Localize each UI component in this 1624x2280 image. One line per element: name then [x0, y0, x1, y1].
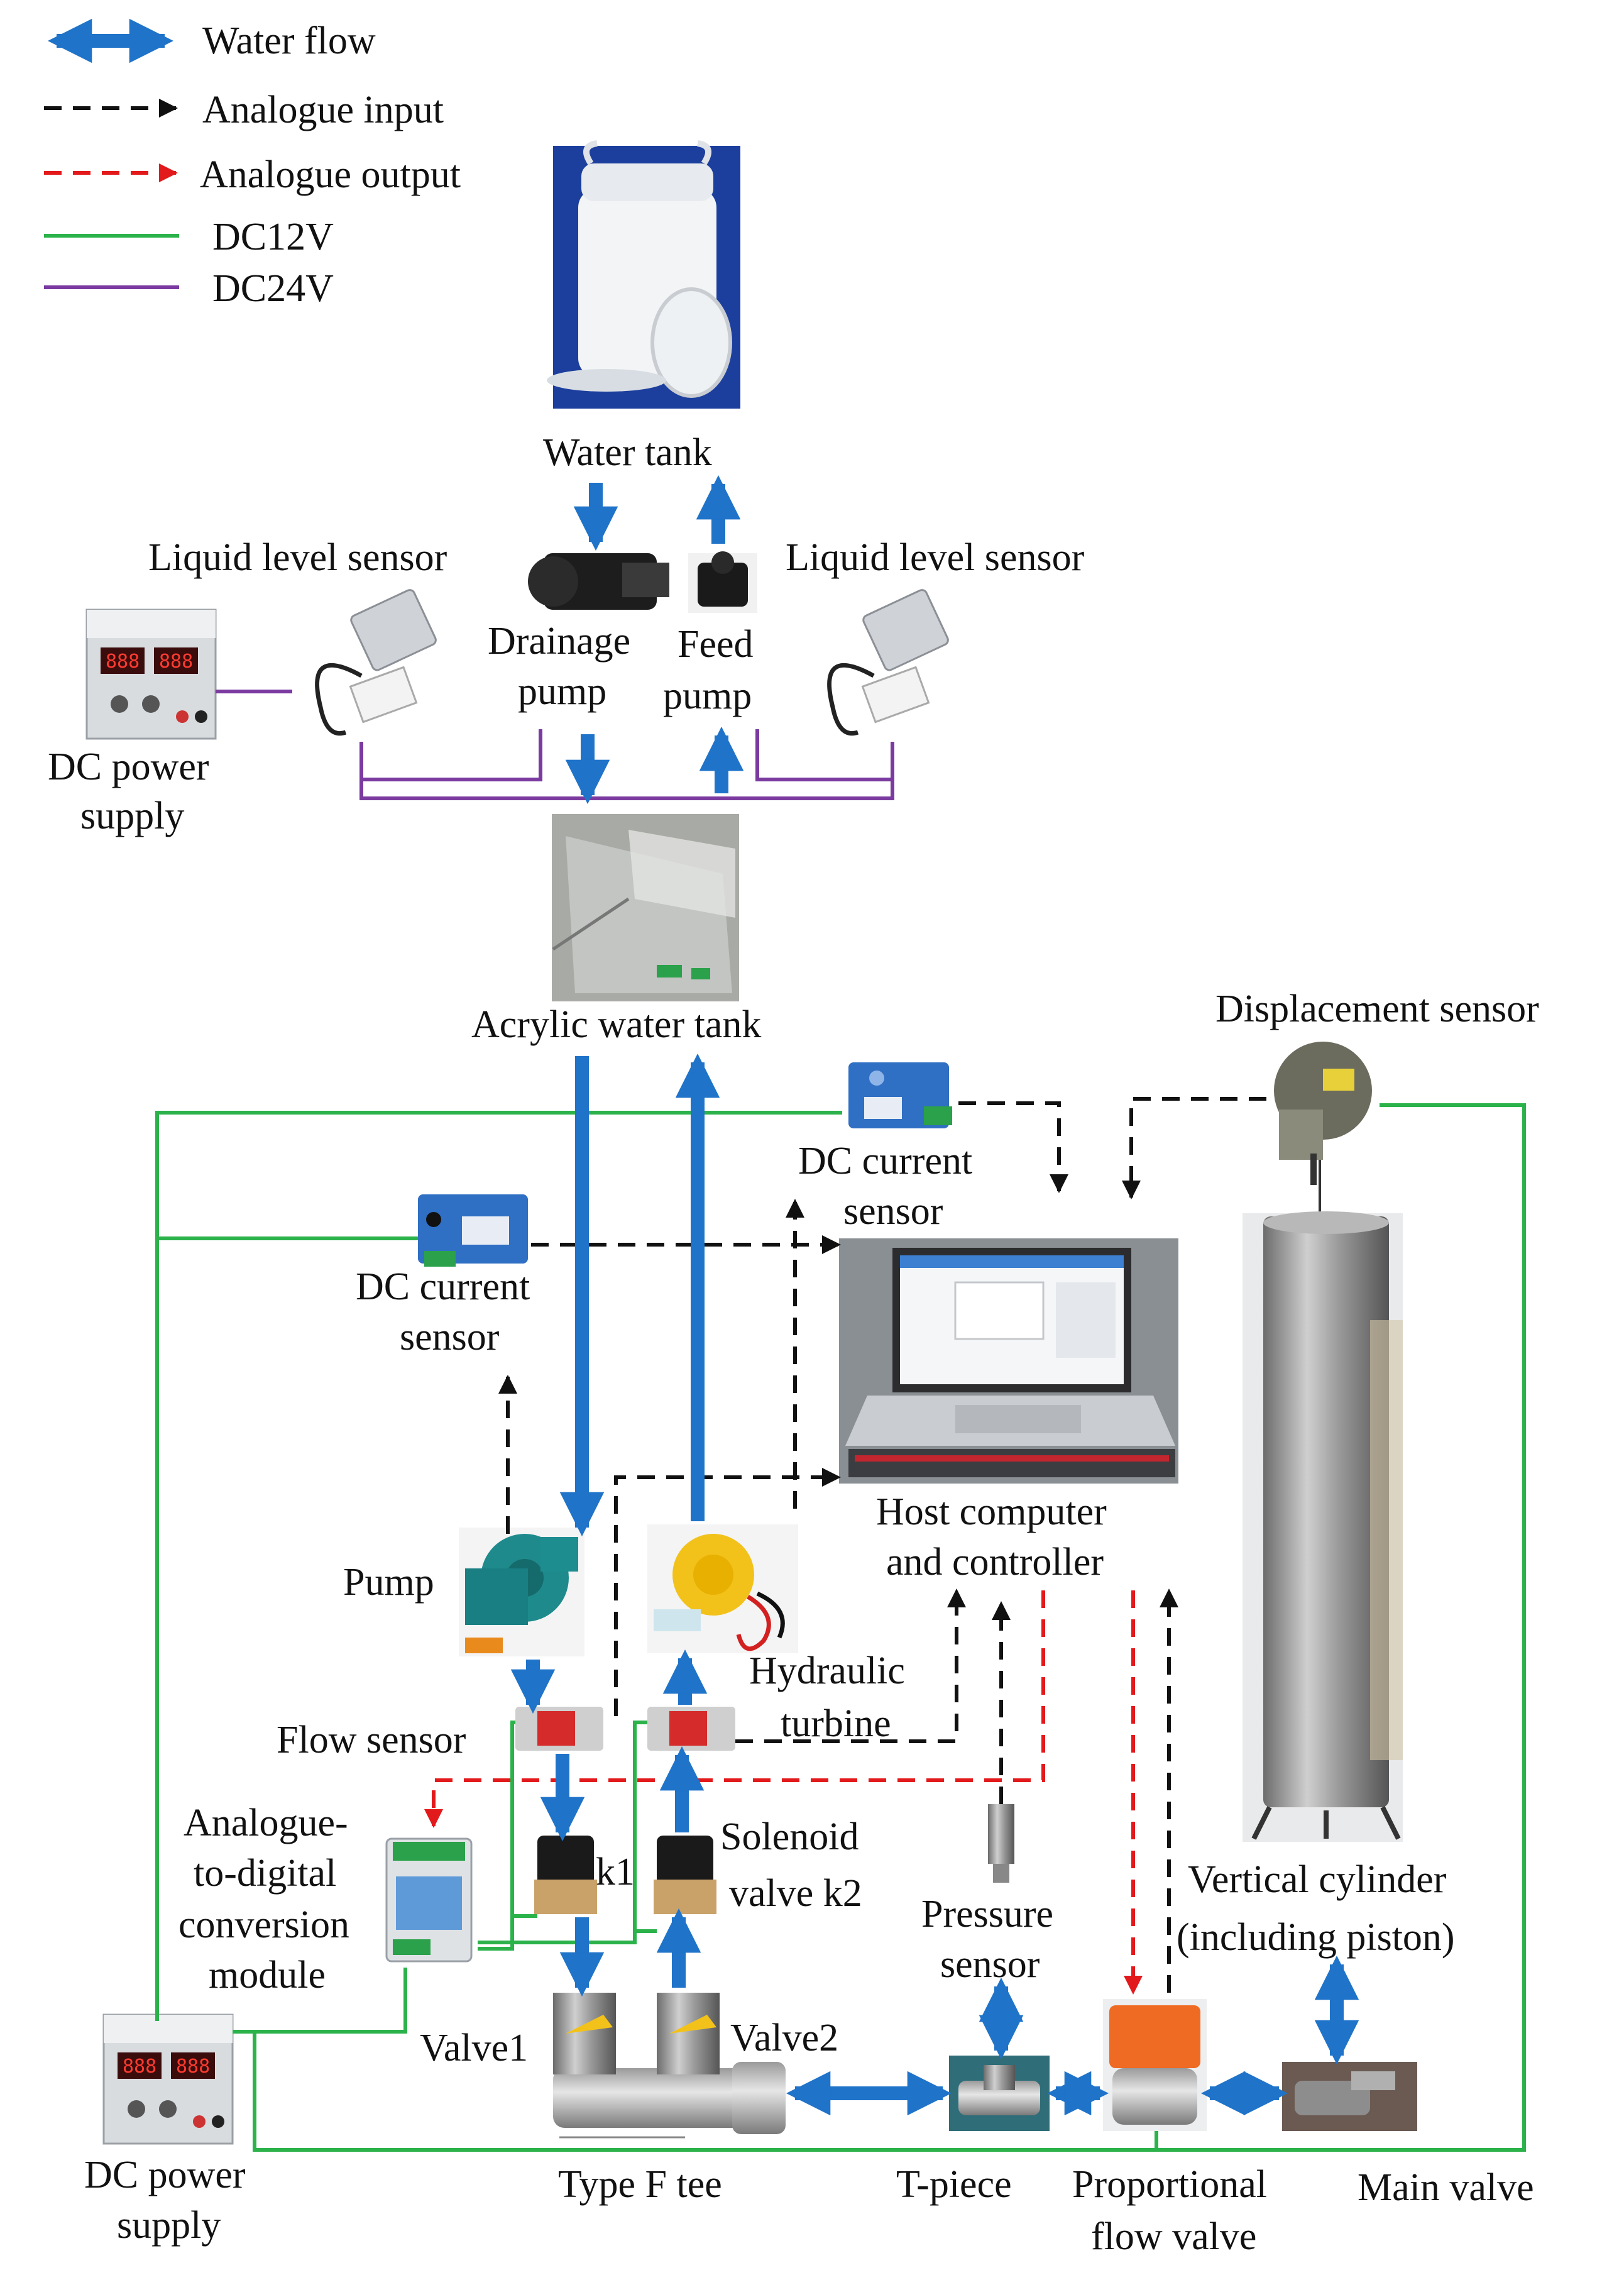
vertical-cylinder-image: [1243, 1211, 1403, 1842]
svg-text:888: 888: [176, 2056, 210, 2078]
pump-image: [459, 1528, 584, 1656]
dc12v-wiring: [155, 1103, 1526, 2152]
displacement-sensor-image: [1266, 1042, 1380, 1185]
flow-sensor-right-image: [647, 1707, 735, 1751]
legend-dc12v: DC12V: [212, 216, 334, 258]
pressure-sensor-label-1: Pressure: [921, 1893, 1053, 1936]
dc-current-sensor-left-label-2: sensor: [400, 1316, 500, 1358]
pressure-sensor-image: [988, 1804, 1014, 1883]
dc-power-supply-top-image: 888 888: [85, 609, 217, 740]
dc-power-supply-bottom-image: 888 888: [102, 2013, 234, 2145]
t-piece-label: T-piece: [896, 2163, 1012, 2206]
legend-analogue-input: Analogue input: [202, 89, 444, 131]
acrylic-water-tank-image: [552, 814, 739, 1001]
host-computer-label-1: Host computer: [876, 1490, 1107, 1533]
solenoid-valve-label-2: valve k2: [729, 1872, 862, 1915]
flow-sensor-label: Flow sensor: [277, 1719, 466, 1761]
dc-power-supply-bottom-label-2: supply: [117, 2204, 221, 2247]
main-valve-image: [1282, 2062, 1417, 2131]
legend-dc24v: DC24V: [212, 267, 334, 310]
k1-label: k1: [596, 1851, 635, 1893]
vertical-cylinder-label-2: (including piston): [1177, 1916, 1455, 1959]
acrylic-water-tank-label: Acrylic water tank: [471, 1003, 761, 1046]
dc24v-wiring: [216, 690, 894, 800]
analogue-input-signals: [498, 1097, 1266, 1993]
legend: Water flow Analogue input Analogue outpu…: [44, 18, 461, 310]
svg-text:888: 888: [106, 651, 140, 673]
solenoid-valve-label-1: Solenoid: [720, 1815, 859, 1858]
liquid-level-sensor-left-image: [315, 589, 437, 735]
pressure-sensor-label-2: sensor: [940, 1943, 1040, 1986]
valve1-label: Valve1: [420, 2027, 528, 2069]
adc-label-1: Analogue-: [184, 1802, 348, 1844]
dc-current-sensor-right-label-2: sensor: [843, 1190, 943, 1233]
proportional-flow-valve-image: [1103, 1999, 1207, 2131]
type-f-tee-label: Type F tee: [558, 2163, 722, 2206]
drainage-pump-image: [528, 553, 669, 610]
feed-label: Feed: [678, 623, 754, 666]
dc-power-supply-bottom-label-1: DC power: [84, 2154, 246, 2196]
valve2-label: Valve2: [730, 2017, 838, 2059]
adc-module-image: [380, 1832, 478, 1968]
pump-label: Pump: [343, 1561, 434, 1604]
drainage-label: Drainage: [488, 620, 630, 663]
liquid-level-sensor-left-label: Liquid level sensor: [148, 536, 447, 579]
legend-water-flow: Water flow: [202, 19, 376, 62]
type-f-tee-image: [553, 1993, 786, 2139]
feed-pump-image: [688, 551, 757, 613]
svg-text:888: 888: [159, 651, 193, 673]
dc-current-sensor-left-image: [415, 1188, 534, 1270]
main-valve-label: Main valve: [1358, 2166, 1534, 2209]
svg-text:888: 888: [123, 2056, 156, 2078]
solenoid-valve-k2-image: [654, 1836, 716, 1914]
water-flow-arrows: [510, 475, 1359, 2116]
vertical-cylinder-label-1: Vertical cylinder: [1188, 1858, 1447, 1901]
analogue-output-signals: [424, 1590, 1143, 1995]
proportional-flow-valve-label-1: Proportional: [1072, 2163, 1267, 2206]
adc-label-2: to-digital: [194, 1852, 336, 1895]
host-computer-label-2: and controller: [886, 1541, 1104, 1583]
t-piece-image: [949, 2056, 1050, 2131]
host-computer-image: [839, 1238, 1178, 1484]
dc-current-sensor-right-image: [842, 1053, 958, 1135]
adc-label-4: module: [209, 1954, 326, 1996]
solenoid-valve-k1-image: [534, 1836, 597, 1914]
water-tank-label: Water tank: [543, 431, 712, 474]
dc-current-sensor-left-label-1: DC current: [356, 1265, 530, 1308]
dc-power-supply-top-label-1: DC power: [48, 746, 209, 788]
hydraulic-turbine-label-1: Hydraulic: [749, 1649, 905, 1692]
dc-current-sensor-right-label-1: DC current: [798, 1140, 972, 1182]
flow-sensor-left-image: [515, 1707, 603, 1751]
drainage-pump-label: pump: [518, 670, 606, 713]
adc-label-3: conversion: [178, 1903, 349, 1946]
hydraulic-turbine-image: [647, 1524, 798, 1653]
proportional-flow-valve-label-2: flow valve: [1091, 2215, 1256, 2258]
feed-pump-label: pump: [663, 675, 752, 717]
liquid-level-sensor-right-label: Liquid level sensor: [786, 536, 1085, 579]
dc-power-supply-top-label-2: supply: [80, 795, 184, 837]
displacement-sensor-label: Displacement sensor: [1215, 988, 1539, 1030]
water-tank-image: [547, 140, 740, 409]
legend-analogue-output: Analogue output: [200, 153, 461, 196]
liquid-level-sensor-right-image: [827, 589, 949, 735]
hydraulic-turbine-label-2: turbine: [781, 1702, 891, 1745]
